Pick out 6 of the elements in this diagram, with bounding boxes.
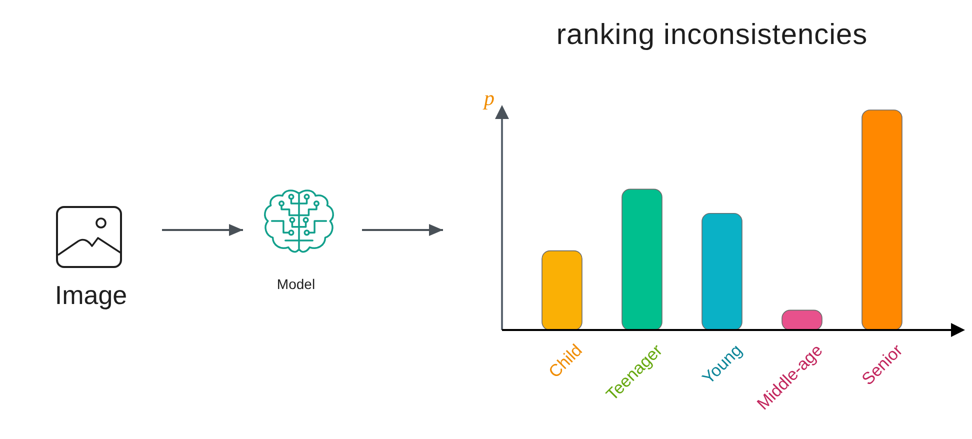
arrow — [362, 224, 443, 236]
chart-title: ranking inconsistencies — [556, 18, 868, 53]
y-axis-label: p — [484, 88, 494, 109]
arrow — [162, 224, 243, 236]
node-label: Model — [276, 276, 316, 294]
node-label: Image — [54, 279, 128, 312]
